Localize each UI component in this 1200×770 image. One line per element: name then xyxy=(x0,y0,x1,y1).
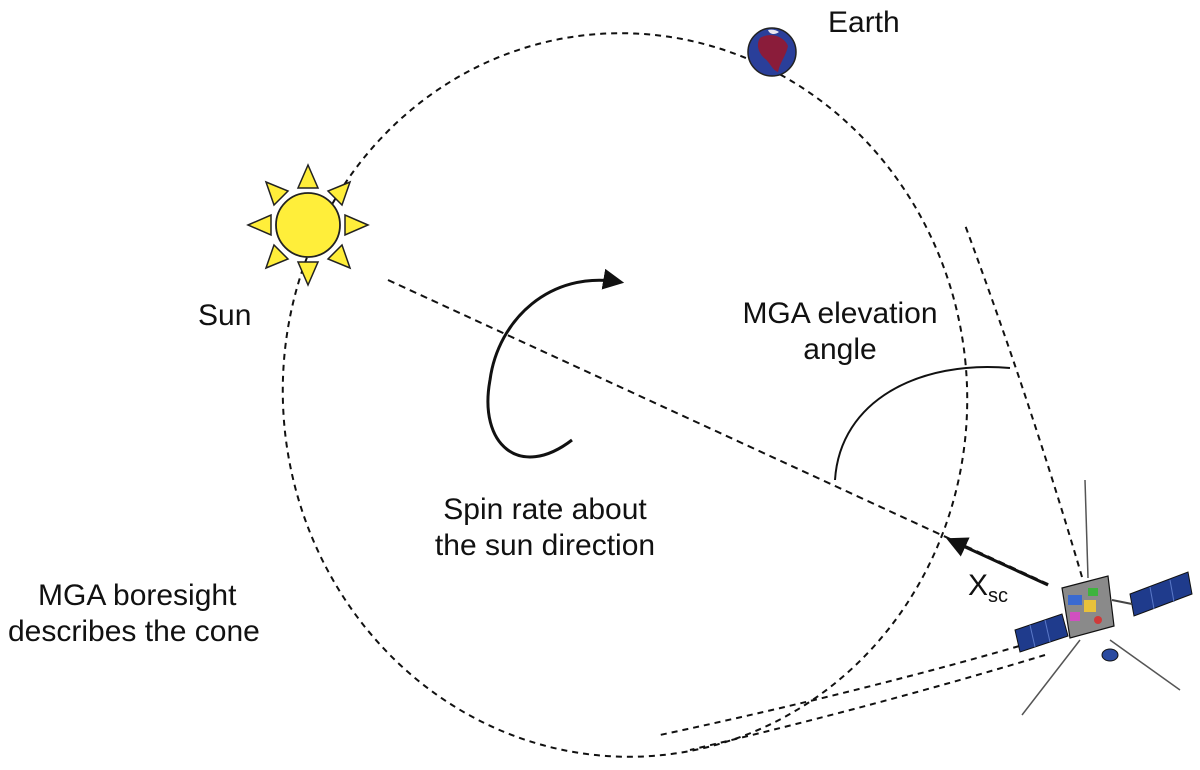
spin-rate-label: Spin rate about the sun direction xyxy=(395,492,695,564)
mga-boresight-label-line2: describes the cone xyxy=(8,615,260,648)
cone-line-bottom-1 xyxy=(659,639,1041,736)
sun-direction-line xyxy=(387,279,1051,586)
mga-boresight-label: MGA boresight describes the cone xyxy=(8,578,260,650)
mga-elevation-label-line2: angle xyxy=(803,333,877,366)
xsc-label: Xsc xyxy=(968,568,1008,614)
xsc-label-main: X xyxy=(968,569,989,602)
boresight-cone-ellipse xyxy=(281,32,969,758)
cone-line-to-earth xyxy=(964,224,1083,578)
elevation-angle-arc xyxy=(834,366,1011,481)
earth-label: Earth xyxy=(828,6,900,39)
mga-elevation-label: MGA elevation angle xyxy=(700,296,980,368)
mga-elevation-label-line1: MGA elevation xyxy=(742,297,938,330)
cone-line-bottom-2 xyxy=(689,654,1046,751)
xsc-label-subscript: sc xyxy=(988,585,1009,607)
sun-icon xyxy=(246,163,370,287)
spin-rate-arrow xyxy=(486,268,625,459)
earth-icon xyxy=(747,27,797,77)
xsc-arrow xyxy=(946,537,1049,587)
spin-rate-label-line1: Spin rate about xyxy=(443,493,647,526)
sun-label: Sun xyxy=(198,299,252,332)
spacecraft-icon xyxy=(1014,479,1193,716)
mga-boresight-label-line1: MGA boresight xyxy=(38,579,237,612)
spin-rate-label-line2: the sun direction xyxy=(434,529,656,562)
